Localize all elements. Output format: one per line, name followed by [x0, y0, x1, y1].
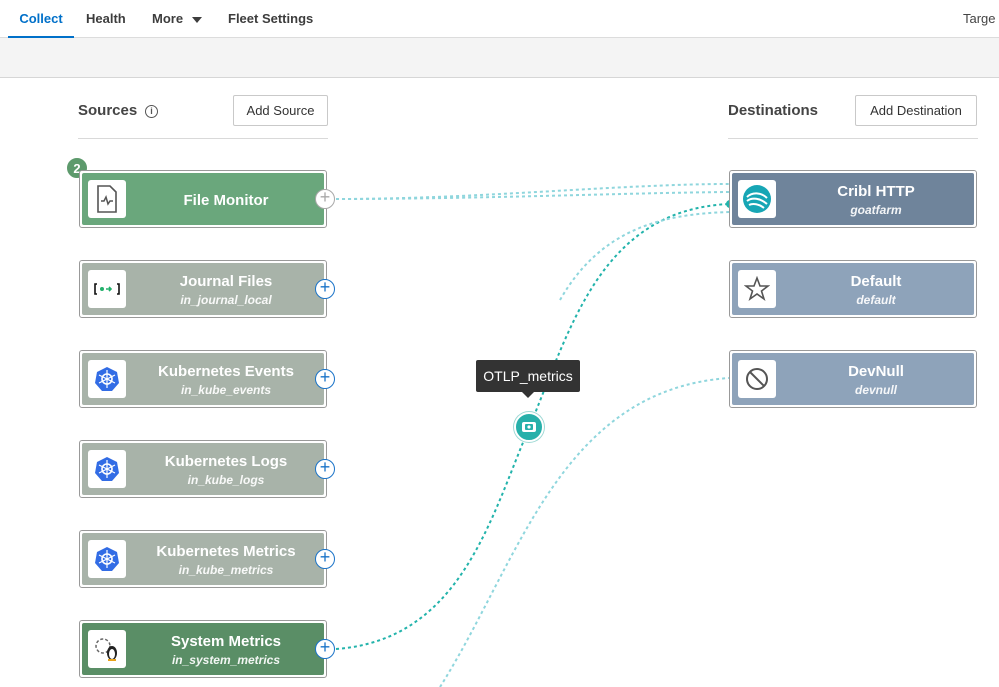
destination-card-devnull[interactable]: DevNull devnull: [729, 350, 977, 408]
info-icon[interactable]: i: [145, 105, 158, 118]
source-id: in_kube_logs: [187, 473, 265, 487]
source-card-journal-files[interactable]: Journal Files in_journal_local: [79, 260, 327, 318]
add-destination-button[interactable]: Add Destination: [855, 95, 977, 126]
destinations-divider: [728, 138, 978, 139]
tab-more[interactable]: More: [152, 0, 202, 38]
pipeline-node[interactable]: [514, 412, 544, 442]
tab-targets[interactable]: Targe: [963, 11, 996, 26]
link-file-monitor-cribl-a: [335, 183, 730, 200]
tab-health[interactable]: Health: [86, 11, 126, 26]
source-id: in_kube_events: [180, 383, 272, 397]
connect-plus-button[interactable]: +: [315, 638, 335, 659]
source-card-kubernetes-metrics[interactable]: Kubernetes Metrics in_kube_metrics: [79, 530, 327, 588]
destination-id: default: [856, 293, 896, 307]
destination-card-default[interactable]: Default default: [729, 260, 977, 318]
destination-name: Default: [850, 273, 902, 290]
source-name: File Monitor: [183, 192, 269, 209]
source-id: in_system_metrics: [171, 653, 281, 667]
tab-more-label: More: [152, 11, 184, 26]
sources-title: Sources: [78, 102, 138, 119]
sources-divider: [78, 138, 328, 139]
source-card-kubernetes-logs[interactable]: Kubernetes Logs in_kube_logs: [79, 440, 327, 498]
blocked-icon: [738, 360, 776, 398]
connect-plus-button[interactable]: +: [315, 278, 335, 299]
top-nav: Collect Health More Fleet Settings Targe: [0, 0, 999, 38]
source-name: Journal Files: [179, 273, 273, 290]
source-card-kubernetes-events[interactable]: Kubernetes Events in_kube_events: [79, 350, 327, 408]
link-devnull: [439, 377, 730, 687]
kubernetes-icon: [88, 540, 126, 578]
source-card-system-metrics[interactable]: System Metrics in_system_metrics: [79, 620, 327, 678]
toolbar-strip: [0, 38, 999, 78]
cribl-icon: [738, 180, 776, 218]
destination-name: Cribl HTTP: [837, 183, 915, 200]
link-pipeline-cribl: [528, 203, 730, 429]
destination-id: goatfarm: [850, 203, 902, 217]
source-card-file-monitor[interactable]: File Monitor: [79, 170, 327, 228]
connect-plus-button[interactable]: +: [315, 548, 335, 569]
source-name: System Metrics: [170, 633, 282, 650]
source-id: in_kube_metrics: [178, 563, 274, 577]
link-cribl-c: [559, 211, 730, 301]
linux-icon: [88, 630, 126, 668]
destinations-title: Destinations: [728, 102, 819, 119]
add-source-button[interactable]: Add Source: [233, 95, 328, 126]
journal-icon: [88, 270, 126, 308]
source-name: Kubernetes Logs: [164, 453, 288, 470]
link-system-metrics-pipeline: [335, 427, 530, 650]
tab-collect[interactable]: Collect: [8, 0, 74, 38]
connect-plus-button[interactable]: +: [315, 368, 335, 389]
link-file-monitor-cribl-b: [335, 191, 730, 200]
pipeline-tooltip: OTLP_metrics: [476, 360, 580, 398]
source-name: Kubernetes Events: [158, 363, 294, 380]
destination-id: devnull: [854, 383, 897, 397]
destination-card-cribl-http[interactable]: Cribl HTTP goatfarm: [729, 170, 977, 228]
pipeline-icon: [522, 422, 536, 432]
kubernetes-icon: [88, 450, 126, 488]
connect-plus-button[interactable]: +: [315, 458, 335, 479]
source-id: in_journal_local: [180, 293, 272, 307]
source-name: Kubernetes Metrics: [156, 543, 296, 560]
chevron-down-icon: [191, 16, 202, 23]
kubernetes-icon: [88, 360, 126, 398]
tab-fleet-settings[interactable]: Fleet Settings: [228, 11, 314, 26]
file-monitor-icon: [88, 180, 126, 218]
star-icon: [738, 270, 776, 308]
destination-name: DevNull: [848, 363, 904, 380]
connect-plus-button[interactable]: +: [315, 188, 335, 209]
